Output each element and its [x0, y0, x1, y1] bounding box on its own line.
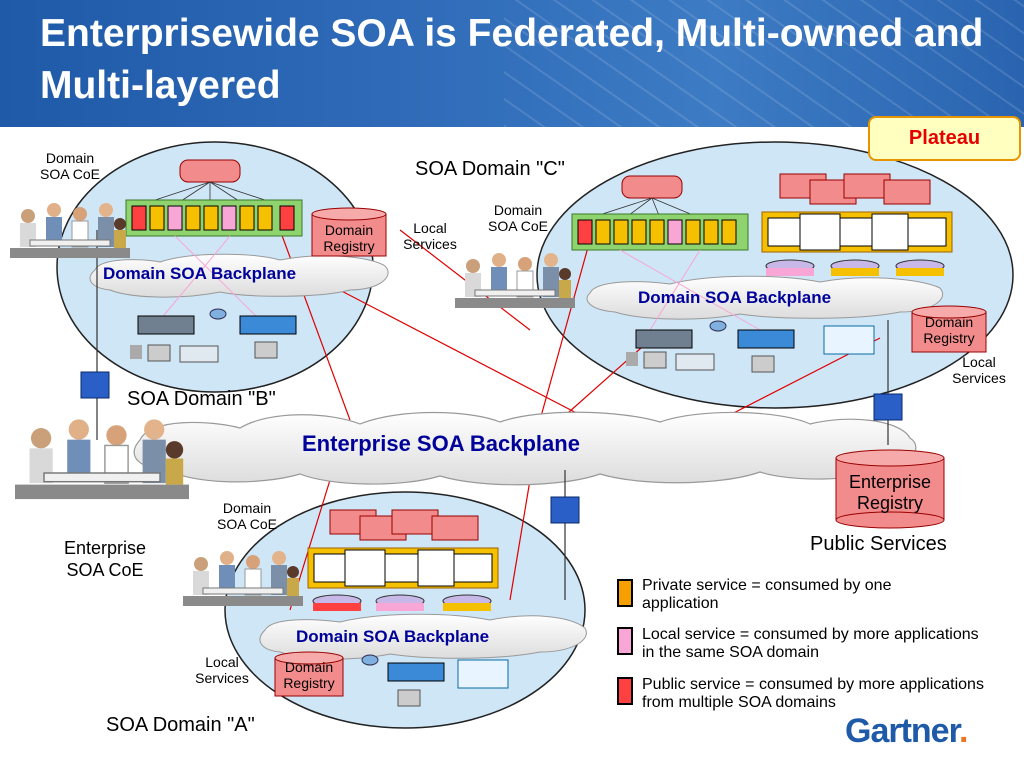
- domain-b-services: [125, 159, 303, 363]
- banner-pattern: [504, 0, 1024, 127]
- domain-a-title: SOA Domain "A": [106, 714, 255, 736]
- connector-node-c: [873, 393, 903, 421]
- domain-c-registry-label: Domain Registry: [923, 314, 975, 346]
- domain-c-services: [571, 173, 953, 373]
- enterprise-registry: [835, 449, 945, 529]
- domain-c-registry: [911, 305, 987, 353]
- domain-c-title: SOA Domain "C": [415, 158, 565, 180]
- legend-private-text: Private service = consumed by one applic…: [642, 577, 892, 612]
- enterprise-backplane-label: Enterprise SOA Backplane: [302, 431, 580, 456]
- domain-c-coe-label: Domain SOA CoE: [488, 202, 548, 234]
- domain-a-registry-label: Domain Registry: [283, 659, 335, 691]
- legend-swatch-public: [617, 677, 633, 705]
- gartner-logo: Gartner.: [845, 712, 969, 751]
- legend-local-text: Local service = consumed by more applica…: [642, 626, 979, 661]
- domain-b-coe-label: Domain SOA CoE: [40, 150, 100, 182]
- domain-a-coe-label: Domain SOA CoE: [217, 500, 277, 532]
- vertical-connectors: [96, 230, 889, 600]
- connector-node-b: [80, 371, 110, 399]
- logo-dot: .: [958, 712, 969, 750]
- enterprise-coe-label: Enterprise SOA CoE: [63, 538, 147, 580]
- slide-title: Enterprisewide SOA is Federated, Multi-o…: [40, 12, 984, 107]
- domain-c-local-services-right: Local Services: [952, 354, 1006, 386]
- enterprise-registry-label: Enterprise Registry: [848, 472, 932, 513]
- enterprise-coe-people: [14, 418, 190, 500]
- domain-a-local-services: Local Services: [195, 654, 249, 686]
- domain-c-cloud: [586, 275, 943, 320]
- legend-swatch-local: [617, 627, 633, 655]
- legend-swatch-private: [617, 579, 633, 607]
- plateau-badge: Plateau: [868, 116, 1021, 161]
- domain-b-registry-label: Domain Registry: [323, 222, 375, 254]
- domain-b-backplane-label: Domain SOA Backplane: [103, 264, 297, 283]
- title-banner: Enterprisewide SOA is Federated, Multi-o…: [0, 0, 1024, 127]
- domain-c-backplane-label: Domain SOA Backplane: [638, 288, 832, 307]
- domain-a-backplane-label: Domain SOA Backplane: [296, 627, 490, 646]
- legend-public-text: Public service = consumed by more applic…: [642, 676, 984, 711]
- connector-node-a: [550, 496, 580, 524]
- domain-a-services: [307, 509, 509, 707]
- domain-b-cloud: [89, 253, 389, 298]
- domain-c-coe-people: [454, 252, 576, 309]
- public-services-label: Public Services: [810, 533, 947, 555]
- domain-c-local-services-top: Local Services: [403, 220, 457, 252]
- domain-a-registry: [274, 651, 344, 697]
- gartner-wordmark: Gartner: [845, 712, 960, 750]
- domain-b-title: SOA Domain "B": [127, 388, 276, 410]
- domain-b-registry: [311, 207, 387, 257]
